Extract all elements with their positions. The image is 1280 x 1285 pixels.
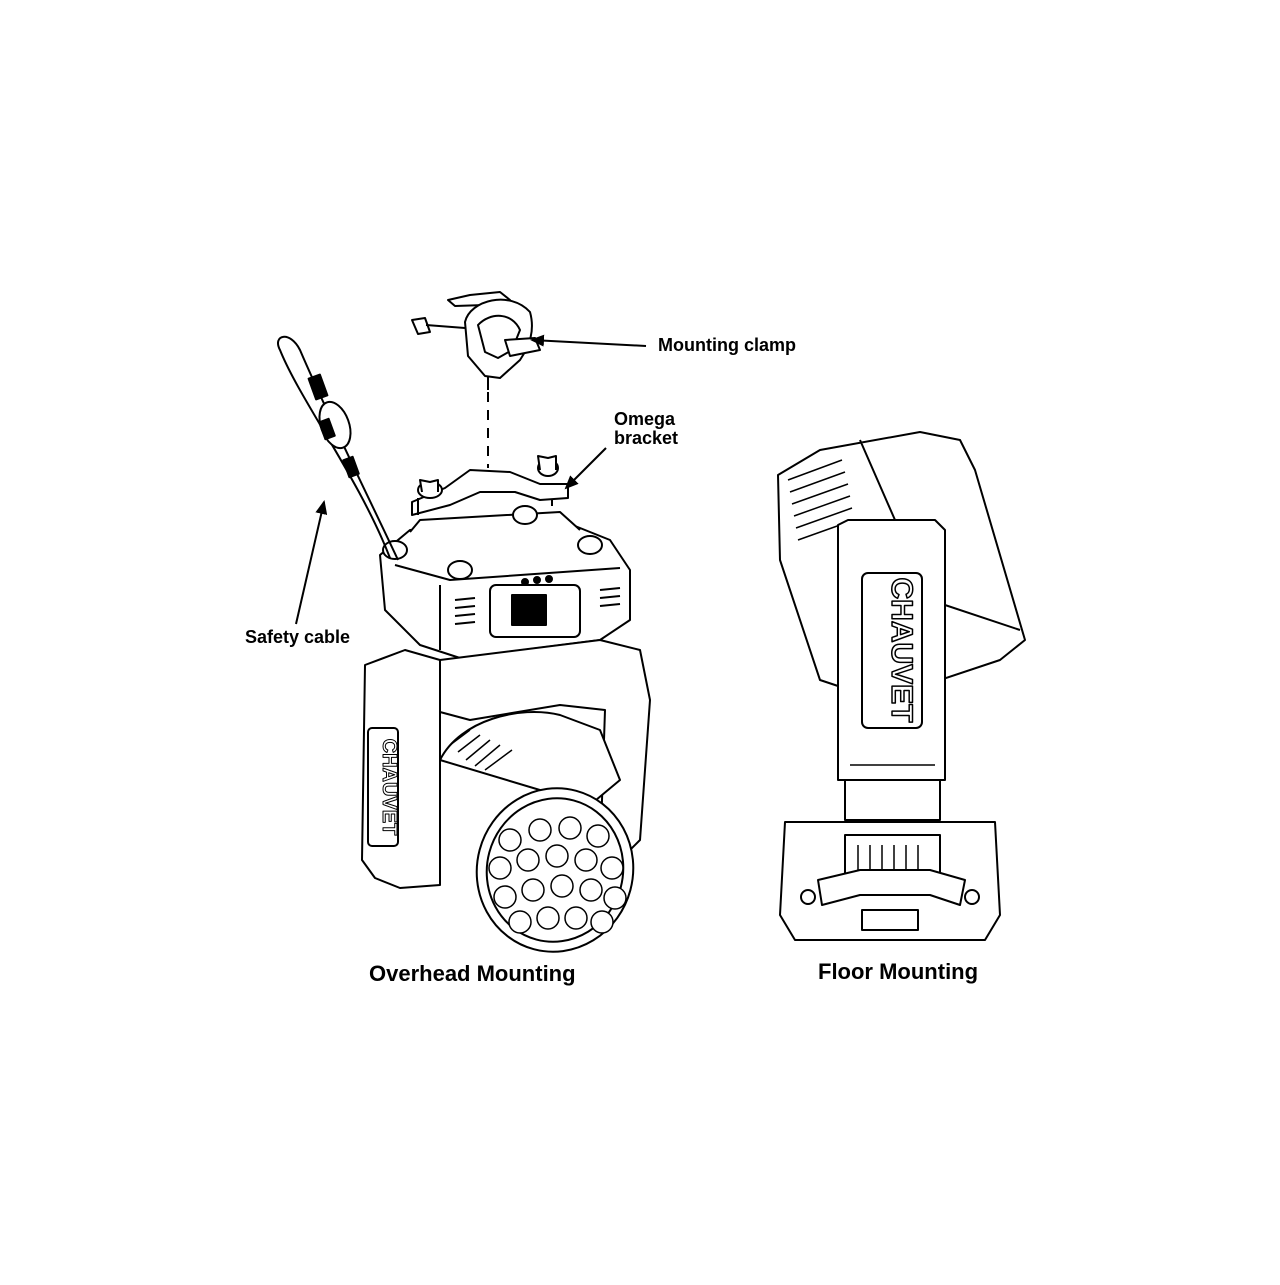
floor-fixture-base [779, 821, 1001, 941]
safety-cable-label: Safety cable [245, 627, 351, 647]
overhead-brand-logo: CHAUVET [378, 739, 400, 836]
safety-cable [277, 335, 399, 561]
omega-bracket [411, 455, 569, 516]
overhead-mounting-caption: Overhead Mounting [369, 961, 576, 986]
omega-bracket-label-line1: Omega [614, 409, 676, 429]
arrow-icon [564, 447, 607, 490]
floor-fixture-yoke: CHAUVET [837, 519, 946, 821]
arrow-icon [295, 500, 328, 625]
floor-mounting-caption: Floor Mounting [818, 959, 979, 984]
led-lens-icon [488, 816, 627, 934]
overhead-fixture: CHAUVET [277, 291, 651, 953]
arrow-icon [530, 334, 647, 347]
callout-arrows [295, 334, 647, 625]
omega-bracket-label-line2: bracket [614, 428, 679, 448]
fixture-head [439, 711, 635, 953]
floor-fixture: CHAUVET [777, 431, 1026, 941]
fixture-base [379, 505, 631, 659]
floor-brand-logo: CHAUVET [885, 577, 918, 722]
mounting-clamp-icon [411, 291, 541, 390]
fixture-yoke: CHAUVET [361, 639, 651, 889]
mounting-clamp-label: Mounting clamp [658, 335, 796, 355]
